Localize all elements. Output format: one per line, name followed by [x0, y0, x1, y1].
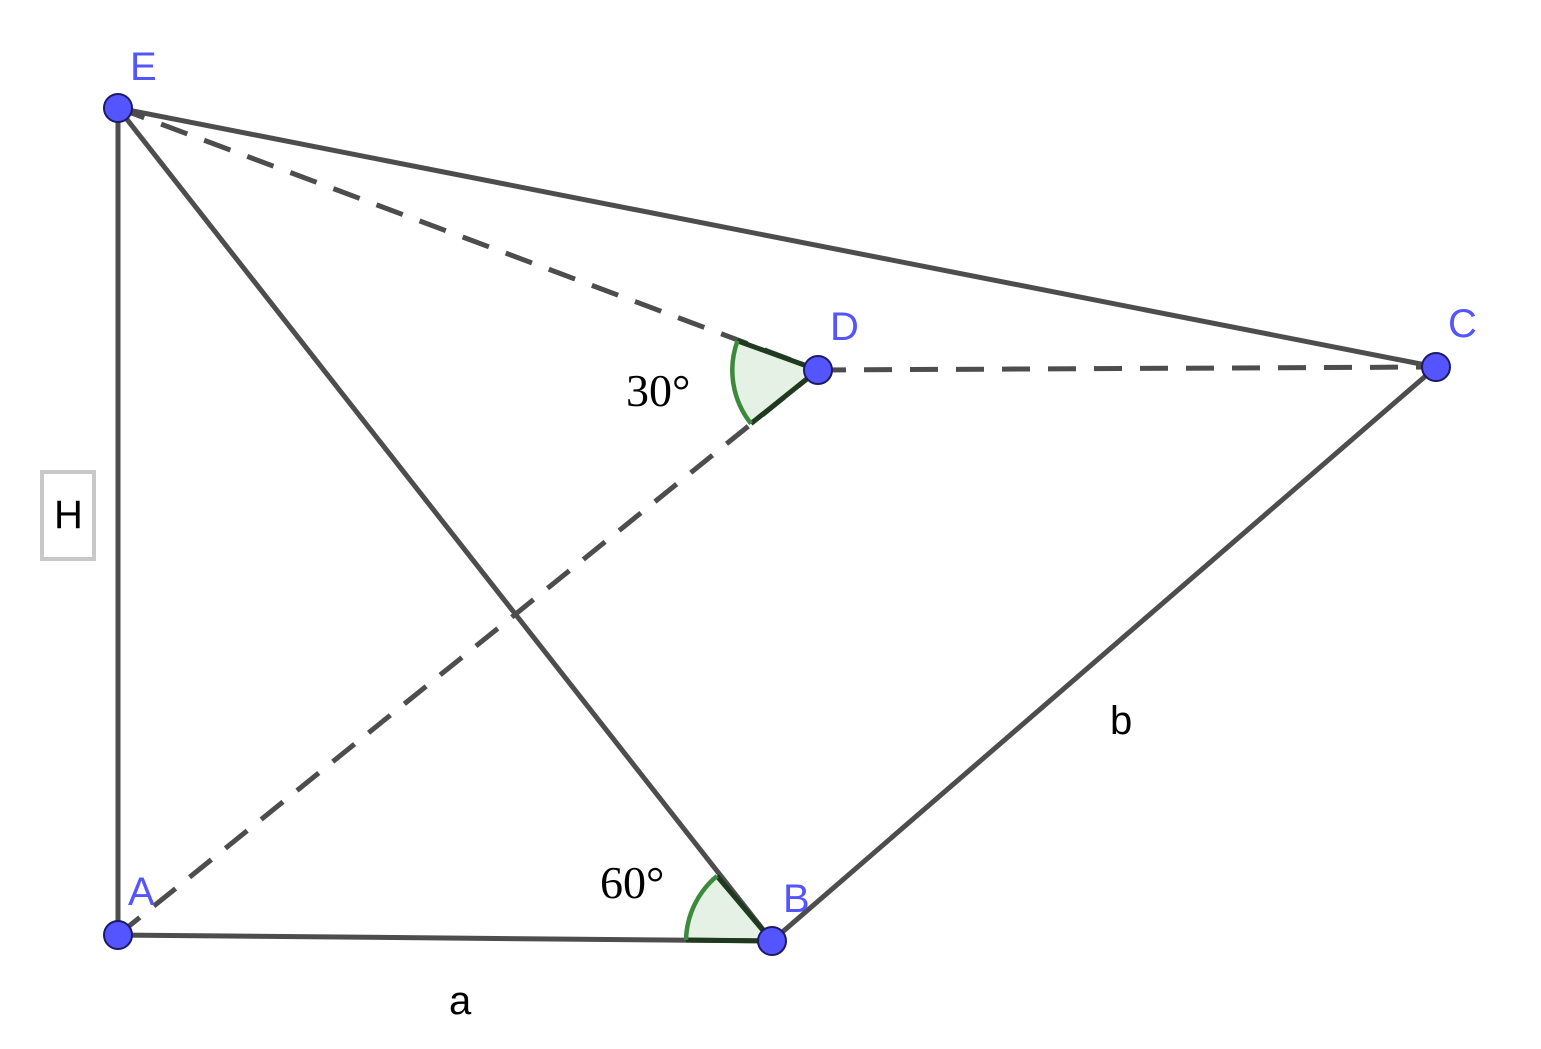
- point-label-d: D: [830, 305, 859, 349]
- point-b[interactable]: [757, 926, 787, 956]
- segment-label-a: a: [449, 979, 472, 1023]
- point-label-b: B: [783, 877, 810, 921]
- point-label-e: E: [130, 45, 157, 89]
- point-label-c: C: [1448, 302, 1477, 346]
- angle-sector-b: [686, 876, 772, 941]
- segment-label-h-box: [40, 470, 96, 561]
- point-c[interactable]: [1421, 352, 1451, 382]
- angle-label-d: 30°: [626, 365, 690, 416]
- edge-ed: [117, 105, 819, 373]
- segment-label-h: H: [54, 493, 83, 537]
- angle-arc-b: [683, 874, 719, 941]
- point-label-a: A: [128, 870, 155, 914]
- point-d[interactable]: [803, 355, 833, 385]
- edge-eb: [115, 105, 775, 944]
- angle-sector-d: [732, 340, 818, 424]
- edge-ec: [115, 105, 1439, 370]
- edge-dc: [817, 364, 1437, 373]
- edge-ad: [116, 368, 820, 937]
- edge-bc: [769, 364, 1439, 944]
- segment-label-b: b: [1110, 699, 1132, 743]
- angle-label-b: 60°: [600, 857, 664, 908]
- edge-ab: [115, 932, 775, 944]
- angle-arc-d: [730, 340, 753, 426]
- point-e[interactable]: [103, 93, 133, 123]
- point-a[interactable]: [103, 920, 133, 950]
